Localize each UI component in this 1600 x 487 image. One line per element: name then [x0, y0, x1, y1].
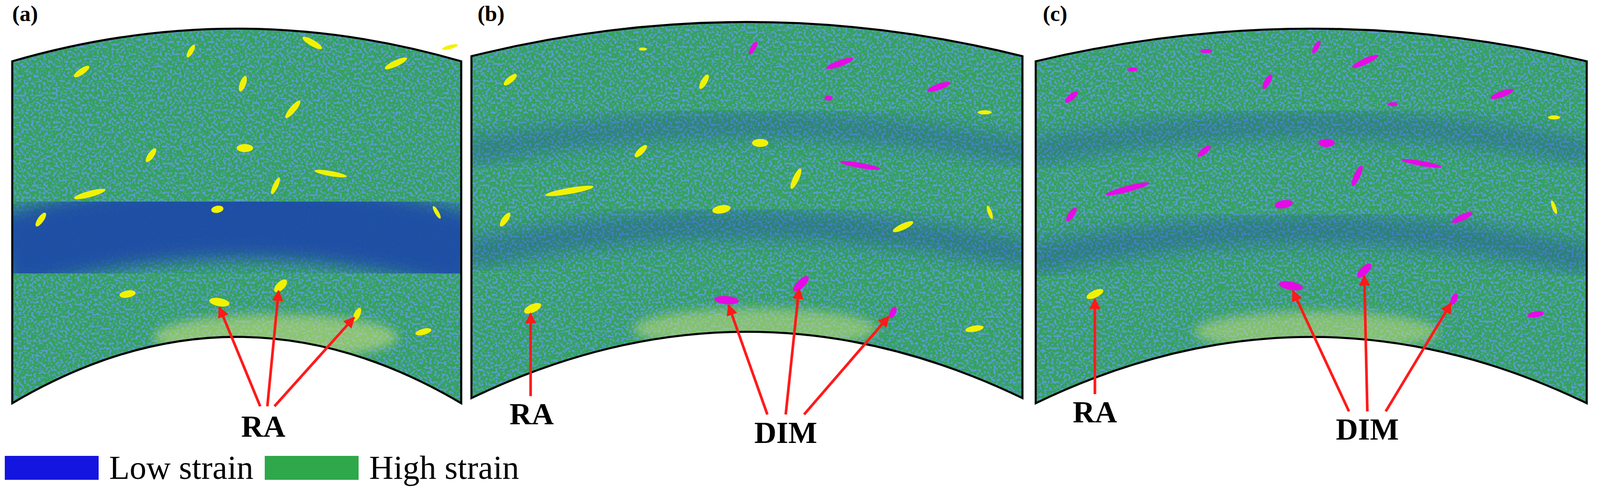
inclusion-particle: [1387, 101, 1398, 107]
inclusion-particle: [1200, 48, 1213, 54]
leader-arrow: [219, 307, 260, 407]
strain-field: [464, 0, 1037, 429]
inclusion-particle: [414, 326, 432, 337]
inclusion-particle: [544, 183, 595, 199]
inclusion-particle: [697, 73, 711, 91]
inclusion-particle: [1400, 157, 1443, 170]
inclusion-particle: [72, 63, 91, 79]
inclusion-particle: [1310, 39, 1322, 55]
leader-arrow: [1093, 299, 1097, 395]
inclusion-particle: [118, 289, 136, 300]
inclusion-particle: [236, 144, 253, 153]
inclusion-particle: [210, 204, 225, 215]
inclusion-particle: [208, 296, 231, 308]
inclusion-particle: [1549, 199, 1559, 215]
legend-item: Low strain: [4, 449, 254, 486]
inclusion-particle: [632, 143, 649, 159]
inclusion-particle: [1450, 209, 1474, 225]
inclusion-particle: [1260, 73, 1274, 91]
inclusion-particle: [1273, 198, 1294, 210]
leader-arrow: [1364, 275, 1368, 412]
inclusion-particle: [33, 211, 48, 228]
inclusion-particle: [441, 43, 459, 52]
legend-swatch: [4, 455, 99, 480]
inclusion-particle: [1064, 205, 1079, 223]
inclusion-particle: [301, 34, 324, 52]
inclusion-particle: [790, 273, 812, 294]
panel-label: (b): [477, 1, 505, 27]
leader-arrow: [1292, 291, 1349, 412]
inclusion-particle: [1547, 115, 1561, 120]
sample-outline: [1035, 28, 1587, 404]
inclusion-particle: [1527, 309, 1545, 319]
inclusion-particle: [271, 277, 290, 295]
inclusion-particle: [431, 204, 442, 220]
inclusion-particle: [184, 43, 197, 59]
inclusion-particle: [752, 138, 769, 147]
inclusion-particle: [269, 176, 282, 195]
inclusion-particle: [1104, 180, 1150, 198]
sample-outline: [471, 22, 1023, 398]
inclusion-particle: [1351, 52, 1380, 71]
leader-arrow: [1385, 303, 1451, 412]
inclusion-particle: [314, 168, 348, 179]
inclusion-particle: [497, 211, 513, 228]
callout-label: DIM: [1335, 413, 1399, 446]
leader-arrow: [267, 291, 279, 407]
inclusion-particle: [977, 110, 992, 115]
inclusion-particle: [788, 167, 804, 191]
inclusion-particle: [985, 204, 994, 220]
leader-arrow: [785, 288, 800, 415]
legend-swatch: [264, 455, 359, 480]
callout-label: RA: [241, 410, 286, 443]
inclusion-particle: [502, 72, 519, 88]
inclusion-particle: [1063, 89, 1080, 105]
inclusion-particle: [1084, 286, 1105, 302]
inclusion-particle: [143, 146, 158, 164]
inclusion-particle: [522, 300, 543, 316]
inclusion-particle: [824, 95, 833, 101]
panel-label: (c): [1042, 1, 1068, 27]
inclusion-particle: [283, 98, 303, 120]
inclusion-particle: [839, 159, 881, 172]
inclusion-particle: [1489, 86, 1515, 102]
callout-label: DIM: [754, 416, 818, 449]
legend-item: High strain: [264, 449, 519, 486]
inclusion-particle: [891, 219, 915, 235]
leader-arrow: [274, 317, 354, 406]
leader-arrow: [804, 316, 890, 415]
inclusion-particle: [1195, 143, 1213, 159]
inclusion-particle: [825, 55, 855, 71]
inclusion-particle: [713, 294, 739, 305]
inclusion-particle: [747, 40, 759, 56]
inclusion-particle: [1349, 164, 1365, 188]
leader-arrow: [728, 304, 768, 415]
inclusion-particle: [638, 47, 647, 51]
inclusion-particle: [1318, 138, 1335, 147]
inclusion-particle: [1278, 279, 1304, 293]
legend-text: High strain: [369, 449, 519, 486]
inclusion-particle: [964, 324, 984, 334]
strain-field: [0, 0, 480, 429]
callout-label: RA: [1072, 395, 1117, 429]
strain-field: [1028, 0, 1600, 429]
inclusion-particle: [926, 79, 952, 95]
leader-arrow: [529, 313, 533, 396]
inclusion-particle: [711, 203, 732, 215]
legend-text: Low strain: [109, 449, 254, 486]
callout-label: RA: [509, 397, 554, 430]
panel-label: (a): [12, 1, 39, 27]
inclusion-particle: [236, 75, 249, 93]
inclusion-particle: [1127, 67, 1138, 72]
inclusion-particle: [73, 186, 107, 202]
inclusion-particle: [383, 55, 409, 72]
